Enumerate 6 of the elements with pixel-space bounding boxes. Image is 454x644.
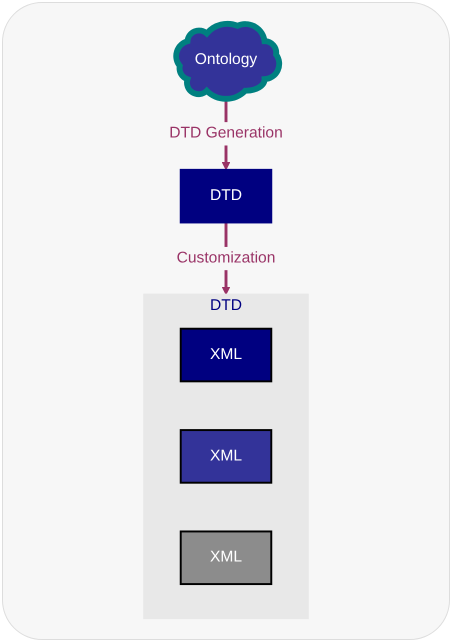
- node-box: XML: [180, 429, 272, 484]
- node-box: XML: [180, 530, 272, 586]
- edge-label: DTD Generation: [169, 125, 283, 142]
- node-box: XML: [180, 328, 272, 382]
- node-box: DTD: [180, 168, 272, 224]
- edge-label: Customization: [176, 250, 276, 266]
